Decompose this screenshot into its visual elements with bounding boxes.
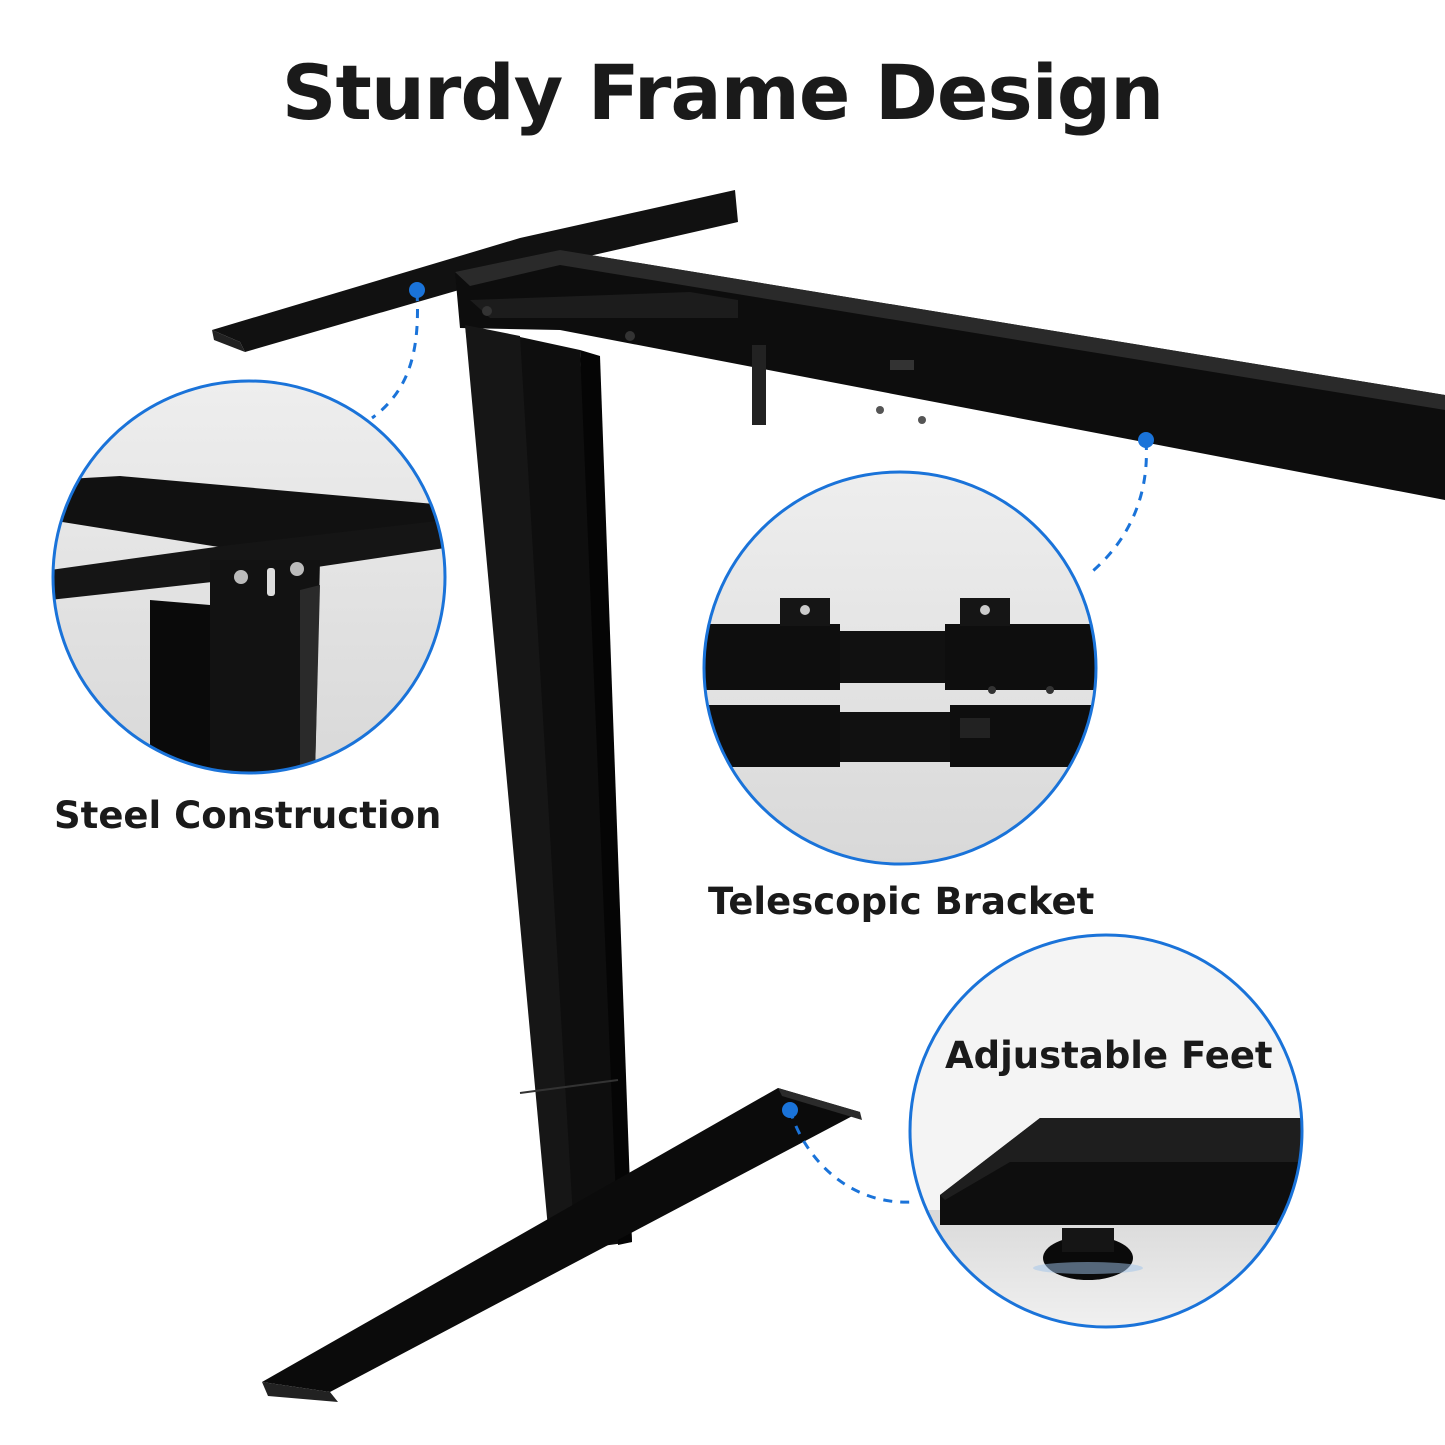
inset-steel-construction bbox=[51, 379, 447, 775]
page-title: Sturdy Frame Design bbox=[281, 48, 1165, 137]
callout-dot-feet bbox=[782, 1102, 798, 1118]
callout-dot-telescopic bbox=[1138, 432, 1154, 448]
callout-pointers bbox=[371, 291, 1148, 1204]
callout-dot-steel bbox=[409, 282, 425, 298]
desk-frame bbox=[212, 190, 1445, 1402]
inset-adjustable-feet bbox=[908, 933, 1304, 1329]
label-telescopic-bracket: Telescopic Bracket bbox=[708, 880, 1095, 923]
label-adjustable-feet: Adjustable Feet bbox=[945, 1034, 1273, 1077]
inset-telescopic-bracket bbox=[702, 470, 1098, 866]
label-steel-construction: Steel Construction bbox=[54, 794, 442, 837]
